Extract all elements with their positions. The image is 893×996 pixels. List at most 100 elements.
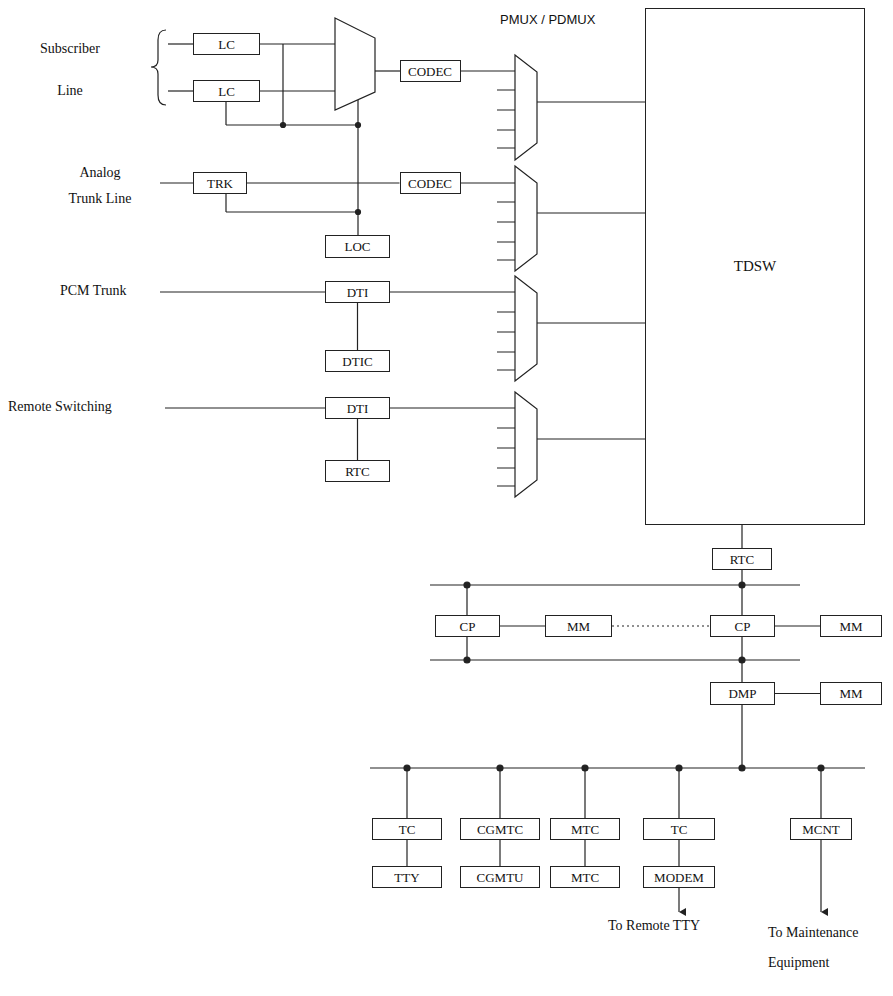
- wire: [282, 44, 283, 125]
- equipment-box: CP: [710, 615, 775, 637]
- equipment-box: CODEC: [400, 172, 461, 194]
- equipment-box: RTC: [325, 460, 390, 482]
- box-label: CGMTC: [473, 822, 527, 837]
- equipment-box: DMP: [710, 682, 775, 705]
- connector: [247, 182, 400, 183]
- equipment-box: MCNT: [790, 818, 852, 840]
- wire: [497, 312, 645, 370]
- equipment-box: LC: [193, 80, 260, 102]
- connector: [612, 625, 710, 626]
- equipment-box: TC: [372, 818, 442, 840]
- box-label: RTC: [726, 552, 759, 567]
- equipment-box: CGMTC: [460, 818, 540, 840]
- signal-label: PMUX / PDMUX: [500, 12, 595, 27]
- bus-line: [467, 585, 742, 768]
- junction-dot: [464, 657, 470, 663]
- wire: [225, 194, 226, 212]
- wire: [160, 182, 193, 183]
- signal-label: Analog Trunk Line: [64, 160, 136, 212]
- signal-label: Remote Switching: [8, 399, 112, 415]
- box-label: LOC: [341, 239, 375, 254]
- box-label: CODEC: [404, 176, 456, 191]
- wire: [390, 291, 515, 292]
- output-arrow: [678, 888, 679, 912]
- junction-dot: [739, 657, 745, 663]
- wire: [390, 407, 515, 408]
- junction-dot: [356, 123, 361, 128]
- mux-symbol: [515, 166, 537, 271]
- box-label: MM: [835, 619, 866, 634]
- box-label: CGMTU: [473, 870, 528, 885]
- equipment-box: DTI: [325, 397, 390, 419]
- box-label: CODEC: [404, 64, 456, 79]
- junction-dot: [281, 123, 286, 128]
- box-label: MM: [835, 686, 866, 701]
- equipment-box: TDSW: [645, 8, 865, 525]
- connector: [775, 693, 820, 694]
- equipment-box: RTC: [712, 548, 772, 570]
- equipment-box: CGMTU: [460, 866, 540, 888]
- mux-symbol: [515, 276, 537, 381]
- box-label: CP: [456, 619, 480, 634]
- box-label: LC: [214, 37, 239, 52]
- junction-dot: [676, 765, 682, 771]
- equipment-box: LOC: [325, 235, 390, 258]
- box-label: LC: [214, 84, 239, 99]
- box-label: DMP: [724, 686, 760, 701]
- box-label: TC: [667, 822, 692, 837]
- junction-dot: [404, 765, 410, 771]
- box-label: MM: [563, 619, 594, 634]
- connector: [741, 525, 742, 548]
- connector: [678, 840, 679, 866]
- wire: [168, 43, 193, 44]
- junction-dot: [497, 765, 503, 771]
- box-label: TC: [395, 822, 420, 837]
- box-label: CP: [731, 619, 755, 634]
- box-label: DTI: [343, 285, 373, 300]
- wire: [497, 90, 645, 148]
- equipment-box: MTC: [550, 866, 620, 888]
- box-label: DTIC: [338, 354, 376, 369]
- signal-label: PCM Trunk: [60, 283, 127, 299]
- equipment-box: MM: [820, 615, 882, 637]
- box-label: MCNT: [798, 822, 844, 837]
- box-label: TTY: [390, 870, 423, 885]
- wire: [168, 90, 193, 91]
- equipment-box: LC: [193, 33, 260, 55]
- equipment-box: MM: [820, 682, 882, 705]
- box-label: TRK: [203, 176, 237, 191]
- equipment-box: TTY: [372, 866, 442, 888]
- wire: [165, 407, 325, 408]
- junction-dot: [464, 582, 470, 588]
- signal-label: To Remote TTY: [608, 918, 700, 934]
- junction-dot: [356, 210, 361, 215]
- connector: [499, 840, 500, 866]
- equipment-box: TC: [643, 818, 715, 840]
- signal-label: Subscriber Line: [30, 28, 110, 112]
- connector: [775, 625, 820, 626]
- box-label: DTI: [343, 401, 373, 416]
- junction-dot: [818, 765, 824, 771]
- wire: [457, 70, 515, 71]
- bus-line: [370, 767, 865, 768]
- equipment-box: MTC: [550, 818, 620, 840]
- junction-dot: [582, 765, 588, 771]
- equipment-box: TRK: [193, 172, 247, 194]
- equipment-box: MODEM: [643, 866, 715, 888]
- wire: [260, 43, 335, 44]
- bracket: [151, 30, 166, 105]
- mux-symbol: [335, 18, 375, 110]
- wire: [497, 202, 645, 260]
- connector: [357, 419, 358, 460]
- equipment-box: CODEC: [400, 60, 461, 82]
- box-label: TDSW: [730, 259, 781, 274]
- connector: [584, 840, 585, 866]
- mux-symbol: [515, 392, 537, 497]
- wire: [160, 291, 325, 292]
- junction-dot: [739, 582, 745, 588]
- equipment-box: DTIC: [325, 350, 390, 372]
- box-label: MODEM: [650, 870, 708, 885]
- output-arrow: [820, 840, 821, 912]
- junction-dot: [739, 765, 745, 771]
